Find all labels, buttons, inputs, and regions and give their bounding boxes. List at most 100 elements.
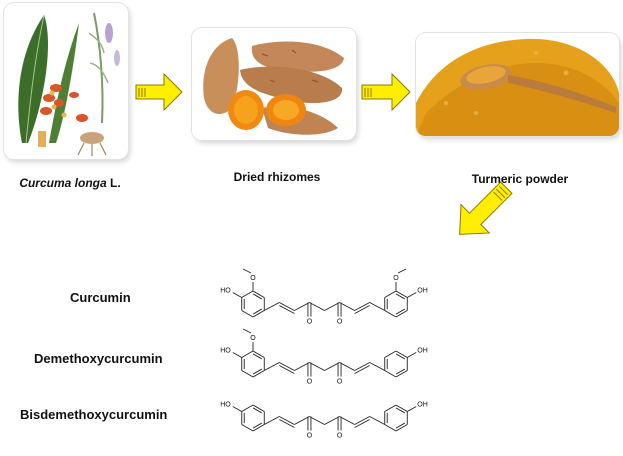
bond [309, 302, 325, 311]
bond [232, 292, 242, 298]
bond [309, 362, 325, 371]
turmeric-powder-photo [416, 33, 619, 136]
atom-label-o: O [337, 319, 343, 326]
bond [354, 365, 370, 374]
bond [309, 416, 325, 425]
bond [395, 424, 408, 432]
atom-label-o: O [250, 335, 256, 342]
atom-label-o: O [307, 433, 313, 440]
bond [264, 416, 280, 425]
bond [354, 416, 370, 425]
bond [384, 424, 397, 432]
species-name-italic: Curcuma longa [19, 176, 107, 190]
bond [264, 362, 280, 371]
bond [241, 290, 254, 298]
bond [252, 290, 265, 298]
bond [252, 368, 263, 375]
atom-label-o: O [250, 275, 256, 282]
bond [354, 305, 370, 314]
bond [279, 302, 295, 311]
bond [395, 290, 408, 298]
powder-image-panel [416, 33, 619, 136]
bond [279, 419, 295, 428]
bond [369, 302, 385, 311]
bond [241, 350, 254, 358]
atom-label-o: O [337, 379, 343, 386]
bond [339, 362, 355, 371]
bond [407, 352, 417, 358]
atom-label-ho: HO [220, 402, 231, 409]
bond [232, 352, 242, 358]
species-authority: L. [106, 176, 121, 190]
curcuma-plant-illustration [18, 12, 120, 156]
bond [407, 292, 417, 298]
bond [279, 362, 295, 371]
stage-caption-plant: Curcuma longa L. [8, 176, 132, 190]
bond [384, 404, 397, 412]
bond [395, 422, 406, 429]
bond [339, 302, 355, 311]
atom-label-oh: OH [417, 288, 428, 295]
bond [354, 302, 370, 311]
bond [384, 350, 397, 358]
bond [241, 370, 254, 378]
atom-label-o: O [307, 379, 313, 386]
bond [384, 310, 397, 318]
bond [339, 416, 355, 425]
atom-label-o: O [307, 319, 313, 326]
compound-label-demethoxycurcumin: Demethoxycurcumin [34, 351, 163, 366]
bond [324, 302, 340, 311]
bond [395, 350, 408, 358]
atom-label-o: O [393, 275, 399, 282]
atom-label-ho: HO [220, 348, 231, 355]
bond [354, 362, 370, 371]
bond [395, 407, 406, 414]
atom-label-oh: OH [417, 402, 428, 409]
bond [241, 310, 254, 318]
bond [242, 268, 252, 274]
bond [369, 416, 385, 425]
bond [407, 406, 417, 412]
atom-label-ho: HO [220, 288, 231, 295]
bond [252, 308, 263, 315]
bond [294, 302, 310, 311]
bond [354, 419, 370, 428]
bond [252, 424, 265, 432]
bond [395, 293, 406, 300]
bond [369, 362, 385, 371]
bond [242, 328, 252, 334]
bond [395, 370, 408, 378]
bond [252, 293, 263, 300]
bond [294, 416, 310, 425]
atom-label-oh: OH [417, 348, 428, 355]
bond [324, 416, 340, 425]
bond [279, 416, 295, 425]
dried-rhizomes-photo [192, 28, 356, 140]
bond [252, 407, 263, 414]
bond [252, 310, 265, 318]
bond [395, 404, 408, 412]
bond [324, 362, 340, 371]
rhizomes-image-panel [192, 28, 356, 140]
bond [264, 302, 280, 311]
bond [279, 365, 295, 374]
plant-image-panel [4, 3, 128, 159]
bond [395, 353, 406, 360]
bond [395, 308, 406, 315]
bond [252, 350, 265, 358]
structure-demethoxycurcumin: O O HO O OH [220, 328, 428, 386]
bond [384, 370, 397, 378]
bond [395, 368, 406, 375]
bond [252, 370, 265, 378]
bond [252, 422, 263, 429]
bond [395, 310, 408, 318]
compound-label-bisdemethoxycurcumin: Bisdemethoxycurcumin [20, 407, 168, 422]
compound-label-curcumin: Curcumin [70, 290, 131, 305]
bond [294, 362, 310, 371]
bond [241, 404, 254, 412]
bond [252, 353, 263, 360]
bond [252, 404, 265, 412]
